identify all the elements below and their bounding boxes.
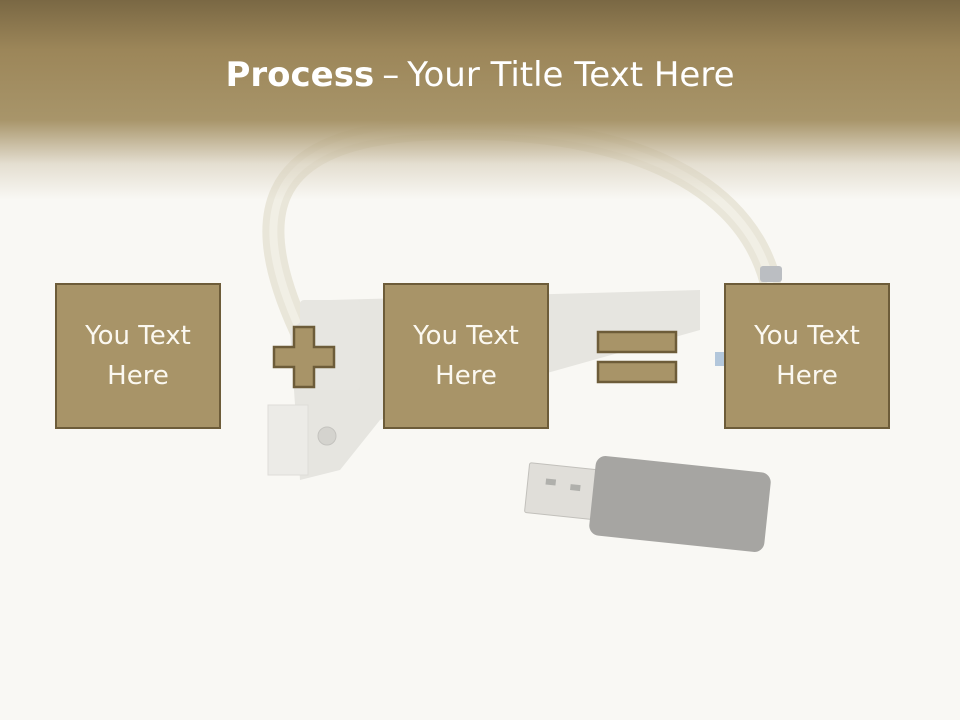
process-box-2: You Text Here — [383, 283, 549, 429]
process-box-1-text: You Text Here — [85, 321, 191, 391]
usb-body-shape — [589, 456, 771, 552]
equals-icon — [596, 330, 678, 384]
process-box-3: You Text Here — [724, 283, 890, 429]
usb-connector-shape — [524, 462, 600, 521]
title-separator: – — [382, 55, 400, 95]
process-box-3-text: You Text Here — [754, 321, 860, 391]
process-box-2-text: You Text Here — [413, 321, 519, 391]
process-box-1: You Text Here — [55, 283, 221, 429]
title-band — [0, 0, 960, 200]
title-rest: Your Title Text Here — [407, 55, 735, 95]
slide-title: Process–Your Title Text Here — [0, 52, 960, 98]
plus-icon — [272, 325, 336, 389]
title-strong: Process — [225, 55, 375, 95]
